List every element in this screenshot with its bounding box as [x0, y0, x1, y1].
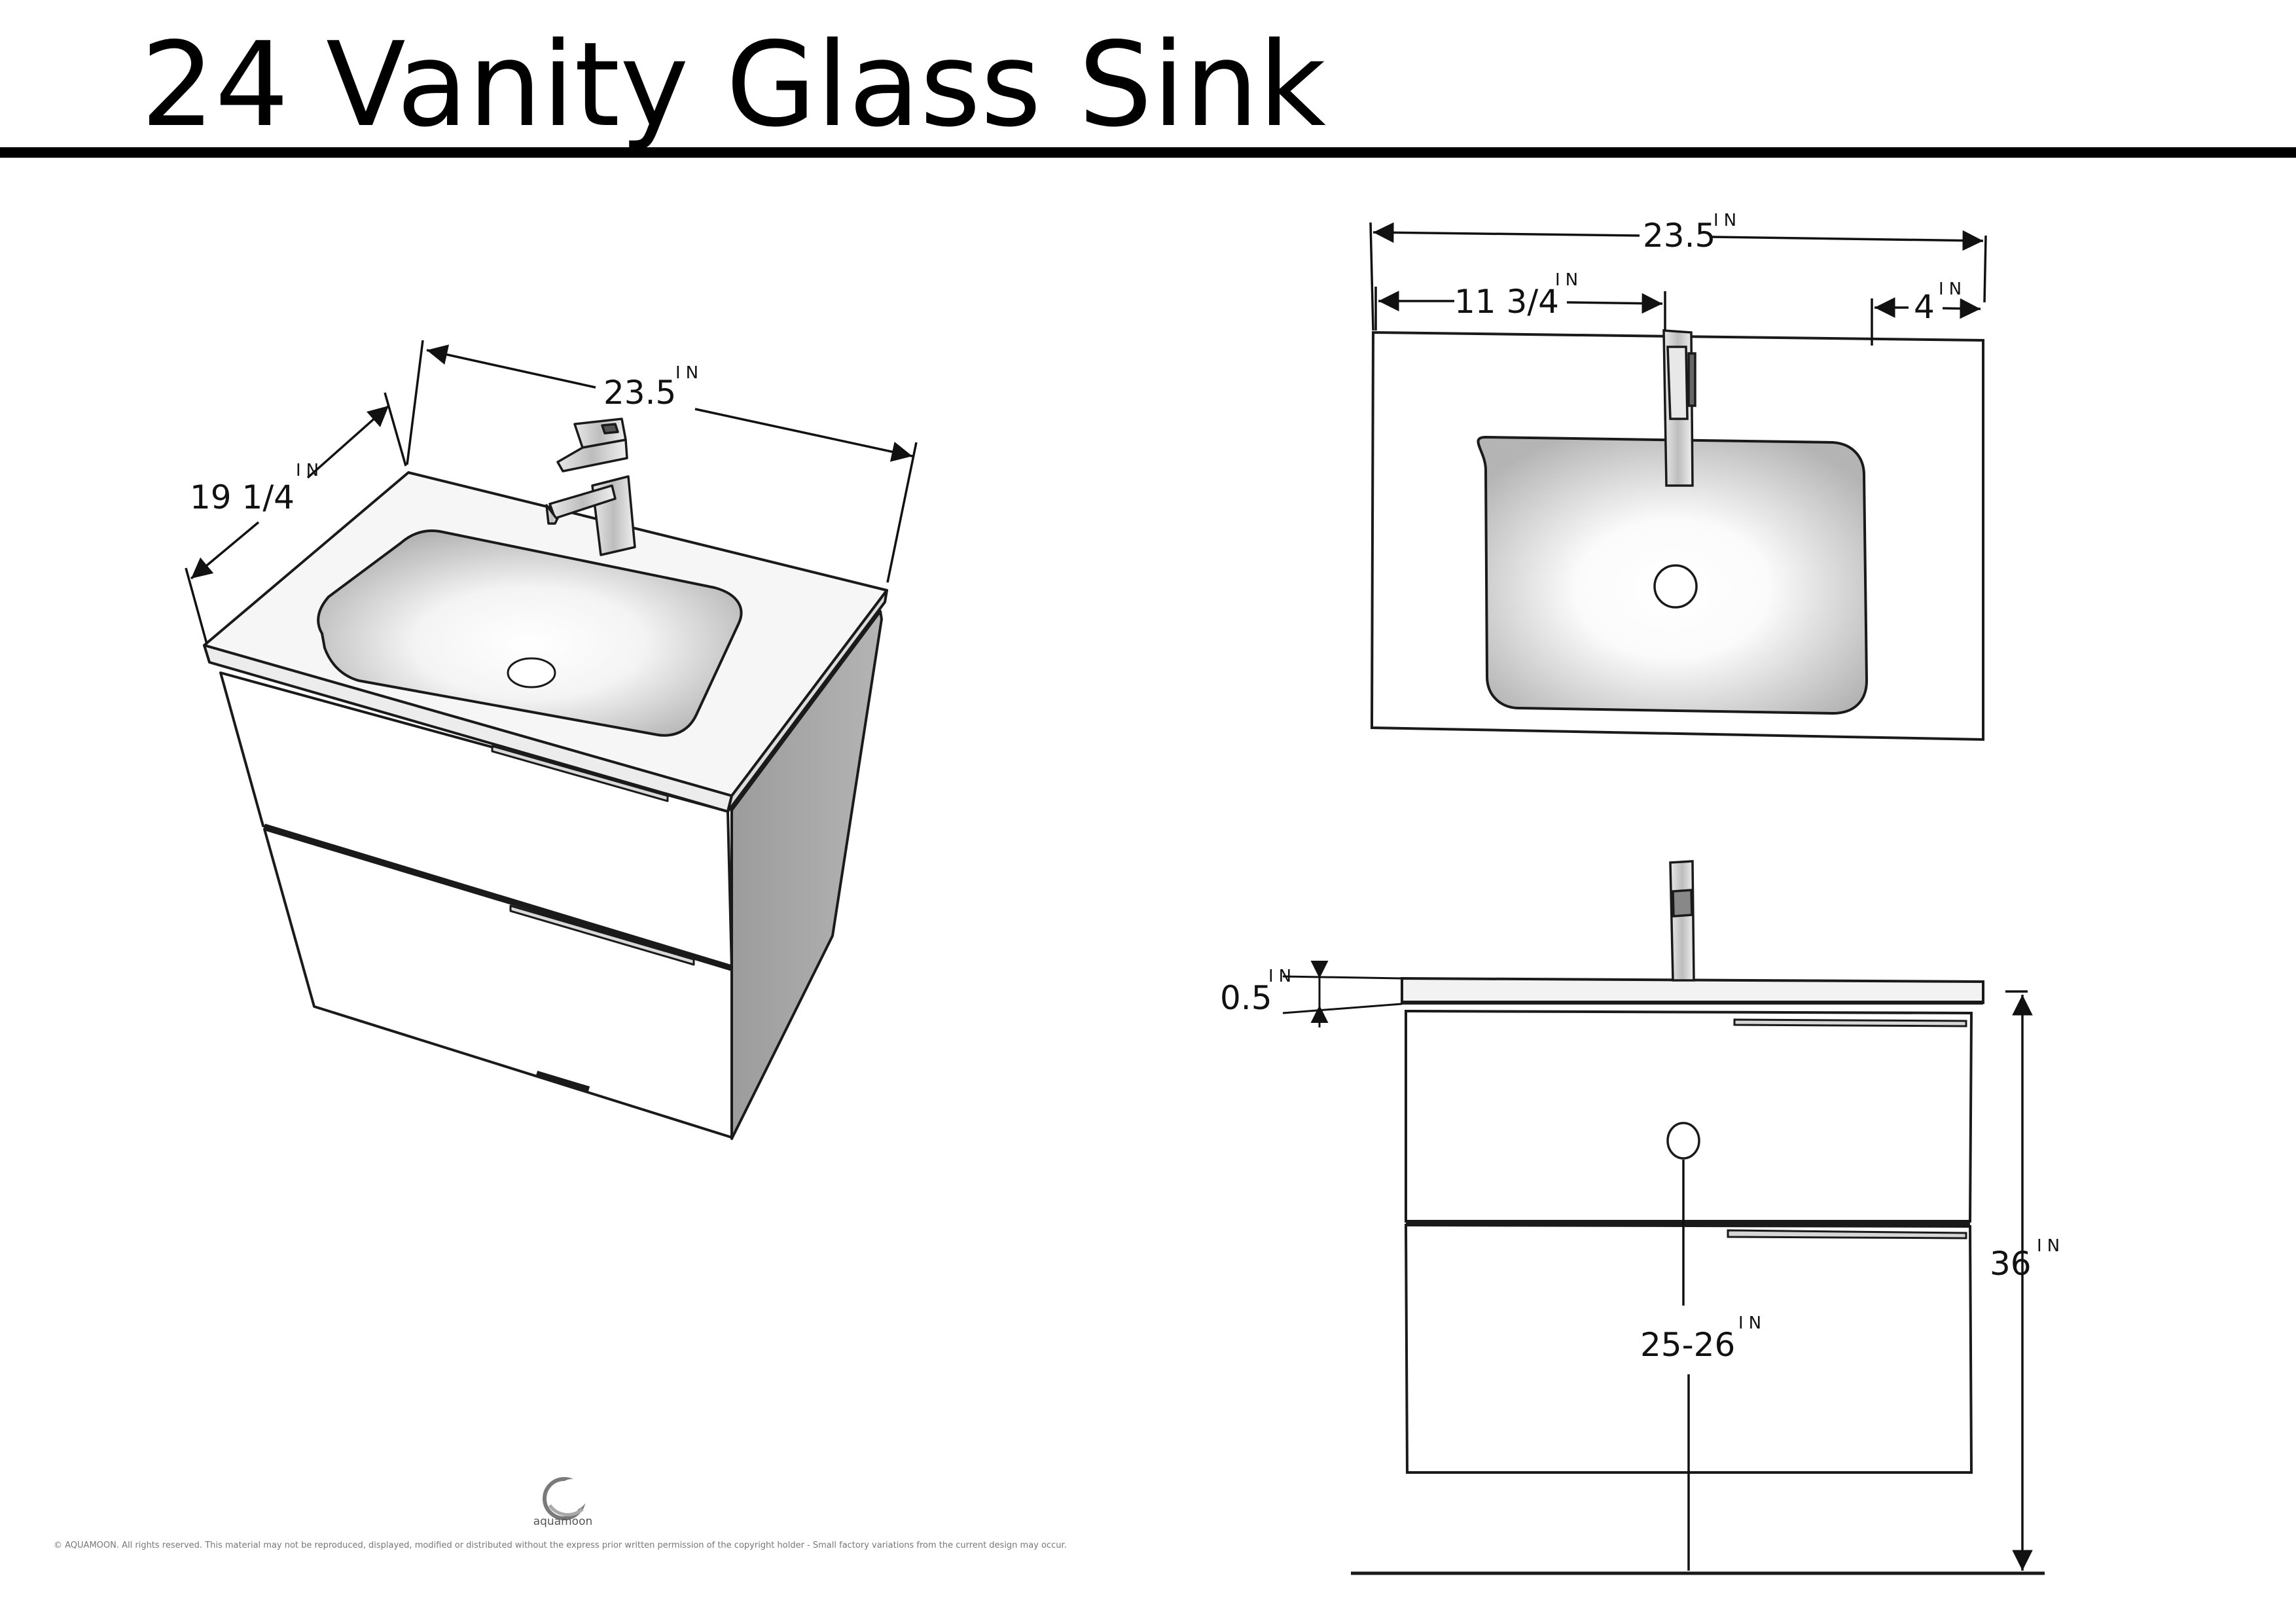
- top-width-label: 23.5: [1643, 217, 1715, 255]
- front-lower-handle: [1727, 1229, 1967, 1240]
- top-faucet: [1662, 329, 1696, 487]
- page-title: 24 Vanity Glass Sink: [141, 17, 1326, 152]
- title-rule: [0, 147, 2296, 158]
- front-upper-handle: [1733, 1018, 1967, 1027]
- iso-lower-drawer: [263, 828, 733, 1139]
- top-width-dimension: [1369, 222, 1987, 331]
- front-top-thickness-dimension: [1282, 961, 1403, 1027]
- top-drain: [1653, 564, 1698, 609]
- front-faucet: [1669, 860, 1695, 982]
- iso-drain: [507, 657, 556, 688]
- front-upper-drawer: [1405, 1009, 1973, 1222]
- top-view: [1370, 329, 1984, 741]
- iso-depth-label: 19 1/4: [190, 478, 295, 516]
- front-top-thickness-unit: IN: [1268, 967, 1297, 986]
- iso-basin: [317, 529, 743, 737]
- top-width-unit: IN: [1713, 211, 1742, 230]
- aquamoon-logo-icon: [543, 1477, 588, 1520]
- front-mount-height-label: 25-26: [1640, 1326, 1735, 1364]
- front-countertop: [1401, 976, 1984, 1004]
- copyright-notice: © AQUAMOON. All rights reserved. This ma…: [54, 1541, 1067, 1550]
- front-top-thickness-label: 0.5: [1220, 979, 1272, 1017]
- iso-width-label: 23.5: [603, 374, 676, 412]
- iso-depth-dimension: [185, 392, 407, 645]
- iso-depth-unit: IN: [296, 461, 324, 480]
- iso-width-dimension: [406, 340, 918, 583]
- iso-faucet: [545, 418, 636, 556]
- front-total-height-unit: IN: [2037, 1236, 2065, 1256]
- front-mount-height-dimension: [1682, 1160, 1690, 1571]
- front-total-height-dimension: [2005, 990, 2033, 1571]
- isometric-view: [203, 418, 888, 1140]
- front-lower-drawer: [1404, 1223, 1973, 1474]
- iso-upper-handle: [491, 745, 669, 802]
- front-total-height-label: 36: [1990, 1245, 2032, 1283]
- front-view: [1351, 860, 2045, 1575]
- iso-width-unit: IN: [675, 363, 704, 383]
- top-faucet-offset-dimension: [1374, 287, 1666, 330]
- front-mount-bracket: [1666, 1122, 1700, 1160]
- top-edge-offset-unit: IN: [1939, 279, 1967, 299]
- top-faucet-offset-unit: IN: [1555, 270, 1583, 290]
- iso-lower-handle: [509, 904, 695, 966]
- top-edge-offset-dimension: [1871, 297, 1981, 346]
- top-edge-offset-label: 4: [1914, 288, 1935, 326]
- brand-name: aquamoon: [533, 1515, 593, 1528]
- front-mount-height-unit: IN: [1738, 1313, 1767, 1333]
- top-faucet-offset-label: 11 3/4: [1454, 283, 1559, 321]
